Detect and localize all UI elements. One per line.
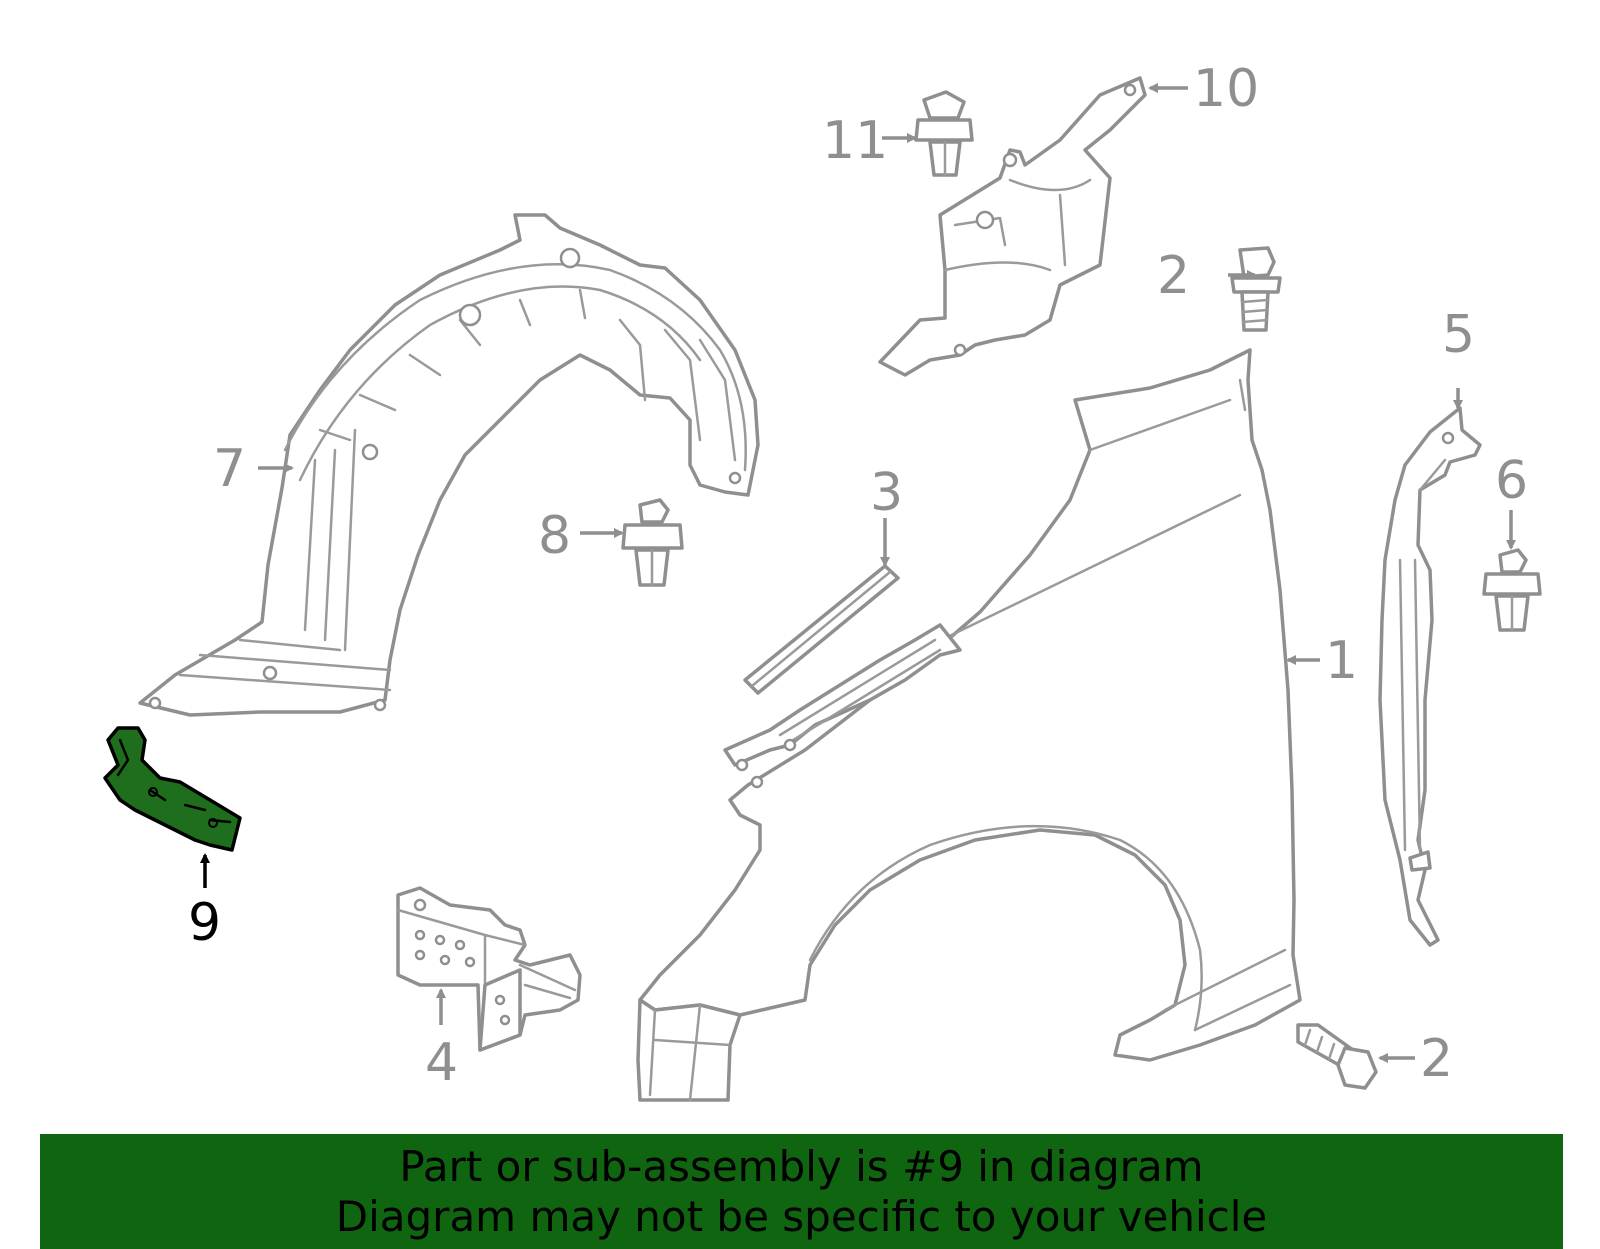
- part-1-fender: [636, 348, 1302, 1102]
- callout-7: 7: [213, 439, 246, 499]
- part-5-side-bracket: [1378, 406, 1482, 947]
- callout-2-upper: 2: [1157, 246, 1190, 306]
- leader-lines: [200, 83, 1516, 1063]
- callout-1: 1: [1325, 631, 1358, 691]
- callout-numbers: 1 2 2 3 4 5 6 7 8 9 10 11: [188, 59, 1528, 1093]
- part-7-fender-liner: [138, 213, 760, 717]
- callout-5: 5: [1442, 305, 1475, 365]
- callout-4: 4: [425, 1033, 458, 1093]
- part-2-bolt-upper: [1230, 246, 1282, 332]
- part-6-clip: [1482, 548, 1542, 632]
- callout-2-lower: 2: [1420, 1029, 1453, 1089]
- info-banner: Part or sub-assembly is #9 in diagram Di…: [40, 1134, 1563, 1249]
- callout-3: 3: [870, 463, 903, 523]
- banner-line-disclaimer: Diagram may not be specific to your vehi…: [335, 1191, 1268, 1241]
- part-8-clip: [621, 498, 684, 587]
- callout-6: 6: [1495, 451, 1528, 511]
- banner-line-part-number: Part or sub-assembly is #9 in diagram: [399, 1141, 1204, 1191]
- part-3-strip: [743, 564, 900, 695]
- callout-9: 9: [188, 893, 221, 953]
- callout-10: 10: [1193, 59, 1259, 119]
- part-2-bolt-lower: [1296, 1023, 1378, 1090]
- part-10-bracket: [878, 76, 1147, 377]
- part-4-hinge-bracket: [396, 886, 582, 1052]
- callout-8: 8: [538, 506, 571, 566]
- part-11-clip: [914, 90, 974, 177]
- part-9-bracket-highlighted: [103, 726, 242, 852]
- callout-11: 11: [822, 111, 888, 171]
